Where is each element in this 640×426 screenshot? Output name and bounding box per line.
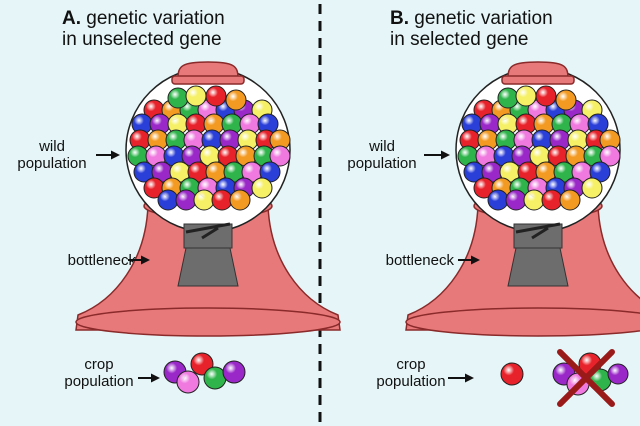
panel-b-bottleneck-label: bottleneck bbox=[334, 252, 454, 269]
panel-a-title-line2: in unselected gene bbox=[62, 29, 222, 50]
panel-a-bottleneck-arrow-head bbox=[141, 255, 150, 265]
panel-a-crop-line1: crop bbox=[84, 356, 114, 373]
panel-a-title: A. genetic variation in unselected gene bbox=[62, 8, 362, 50]
panel-b-gumball bbox=[523, 189, 545, 211]
panel-a-gumball bbox=[211, 189, 233, 211]
panel-a-gumball bbox=[157, 189, 179, 211]
panel-a-wild-line1: wild bbox=[39, 138, 65, 155]
panel-b-gumball bbox=[599, 145, 621, 167]
panel-a-crop-gumball bbox=[176, 370, 200, 394]
panel-b-crop-gumball-kept bbox=[500, 362, 524, 386]
panel-b-wild-label: wild population bbox=[334, 138, 430, 172]
panel-a-wild-label: wild population bbox=[4, 138, 100, 172]
panel-b-bottleneck-arrow-head bbox=[471, 255, 480, 265]
panel-a-machine-foot bbox=[75, 307, 341, 337]
panel-b-gumball bbox=[541, 189, 563, 211]
panel-a-bottleneck-label: bottleneck bbox=[16, 252, 136, 269]
panel-b-dispenser-chute bbox=[507, 247, 569, 287]
panel-b-letter: B. bbox=[390, 8, 409, 29]
panel-b-gumball bbox=[581, 177, 603, 199]
panel-b-bottleneck-text: bottleneck bbox=[385, 252, 454, 269]
panel-a-wild-arrow-head bbox=[111, 150, 120, 160]
panel-b-gumball bbox=[505, 189, 527, 211]
panel-a-gumball bbox=[167, 87, 189, 109]
panel-b-gumball bbox=[515, 85, 537, 107]
panel-a-bottleneck-text: bottleneck bbox=[67, 252, 136, 269]
panel-a-dispenser-handle bbox=[185, 222, 231, 240]
panel-b-dispenser-handle bbox=[515, 222, 561, 240]
panel-a-letter: A. bbox=[62, 8, 81, 29]
panel-b-wild-arrow-head bbox=[441, 150, 450, 160]
panel-b-crop-label: crop population bbox=[356, 356, 466, 390]
panel-a-machine-cap bbox=[177, 61, 239, 79]
panel-a-crop-arrow-head bbox=[151, 373, 160, 383]
panel-b-crop-line1: crop bbox=[396, 356, 426, 373]
panel-a-gumball bbox=[251, 177, 273, 199]
panel-a-gumball bbox=[225, 89, 247, 111]
panel-b-wild-line2: population bbox=[347, 155, 417, 172]
panel-b-crop-gumball-lost bbox=[607, 363, 629, 385]
panel-b-machine-foot bbox=[405, 307, 640, 337]
panel-a-gumball bbox=[205, 85, 227, 107]
panel-b-cross-line-2 bbox=[557, 349, 615, 407]
panel-b-machine-cap-rim bbox=[501, 75, 575, 85]
panel-a-crop-label: crop population bbox=[44, 356, 154, 390]
panel-b-crop-line2: population bbox=[376, 373, 446, 390]
panel-b-gumball bbox=[535, 85, 557, 107]
panel-b-title: B. genetic variation in selected gene bbox=[390, 8, 640, 50]
panel-a-gumball bbox=[269, 145, 291, 167]
panel-b-gumball bbox=[559, 189, 581, 211]
panel-a-title-line1: genetic variation bbox=[86, 8, 225, 29]
panel-b-gumball bbox=[555, 89, 577, 111]
panel-a-crop-line2: population bbox=[64, 373, 134, 390]
panel-a-crop-gumball bbox=[222, 360, 246, 384]
panel-a-gumball bbox=[229, 189, 251, 211]
panel-a-gumball bbox=[193, 189, 215, 211]
panel-a-dispenser-chute bbox=[177, 247, 239, 287]
panel-b-wild-line1: wild bbox=[369, 138, 395, 155]
panel-b-gumball bbox=[487, 189, 509, 211]
panel-a-gumball bbox=[185, 85, 207, 107]
panel-b-machine-cap bbox=[507, 61, 569, 79]
panel-b-title-line1: genetic variation bbox=[414, 8, 553, 29]
panel-b-title-line2: in selected gene bbox=[390, 29, 529, 50]
panel-a-gumball bbox=[175, 189, 197, 211]
panel-a-wild-line2: population bbox=[17, 155, 87, 172]
panel-a-machine-cap-rim bbox=[171, 75, 245, 85]
panel-b-crop-arrow-head bbox=[465, 373, 474, 383]
panel-b-gumball bbox=[497, 87, 519, 109]
